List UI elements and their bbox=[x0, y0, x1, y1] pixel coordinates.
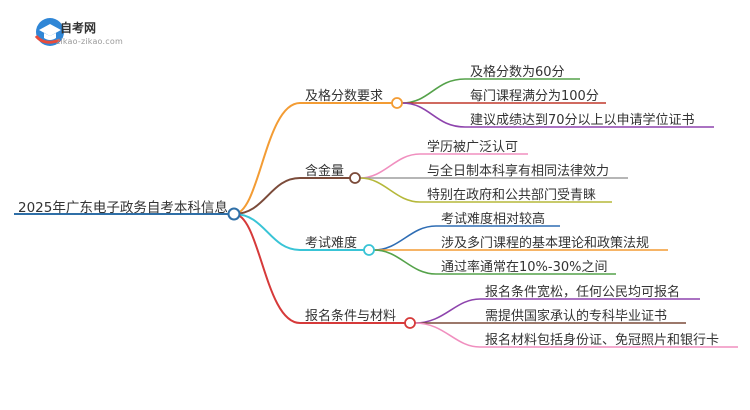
logo-url: zikao-zikao.com bbox=[56, 37, 123, 46]
leaf-full-100: 每门课程满分为100分 bbox=[470, 89, 599, 104]
logo-title: 自考网 bbox=[60, 21, 97, 35]
leaf-materials: 报名材料包括身份证、免冠照片和银行卡 bbox=[485, 333, 720, 348]
branch-requirements: 报名条件与材料 bbox=[305, 309, 397, 324]
leaf-legal-effect: 与全日制本科享有相同法律效力 bbox=[427, 164, 610, 179]
leaf-diploma: 需提供国家承认的专科毕业证书 bbox=[485, 309, 668, 324]
leaf-difficulty-high: 考试难度相对较高 bbox=[441, 212, 546, 227]
leaf-theory-policy: 涉及多门课程的基本理论和政策法规 bbox=[441, 236, 650, 251]
branch-pass-score: 及格分数要求 bbox=[305, 89, 384, 104]
branch-value: 含金量 bbox=[305, 164, 345, 179]
leaf-recognized: 学历被广泛认可 bbox=[427, 140, 519, 155]
leaf-pass-60: 及格分数为60分 bbox=[470, 65, 565, 80]
root-topic: 2025年广东电子政务自考本科信息 bbox=[18, 200, 228, 216]
leaf-pass-rate: 通过率通常在10%-30%之间 bbox=[441, 260, 608, 275]
graduation-cap-icon bbox=[34, 18, 64, 46]
leaf-open-enrollment: 报名条件宽松，任何公民均可报名 bbox=[485, 285, 681, 300]
leaf-suggest-70: 建议成绩达到70分以上以申请学位证书 bbox=[470, 113, 695, 128]
leaf-government: 特别在政府和公共部门受青睐 bbox=[427, 188, 597, 203]
branch-difficulty: 考试难度 bbox=[305, 236, 358, 251]
